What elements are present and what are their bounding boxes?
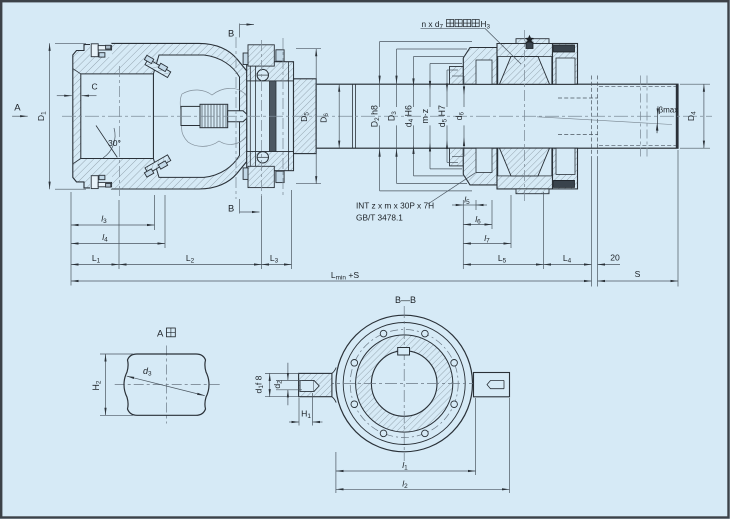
svg-text:B: B — [228, 204, 234, 214]
svg-text:m·z: m·z — [420, 109, 430, 124]
svg-text:B—B: B—B — [395, 295, 416, 305]
svg-text:n x d7: n x d7 — [422, 19, 444, 30]
svg-text:l7: l7 — [484, 233, 490, 244]
svg-text:l4: l4 — [102, 232, 108, 243]
svg-text:l1: l1 — [402, 460, 408, 471]
svg-text:L5: L5 — [498, 253, 507, 264]
svg-text:d2: d2 — [272, 380, 283, 389]
svg-text:D3: D3 — [387, 111, 398, 121]
svg-text:L1: L1 — [92, 253, 101, 264]
svg-text:30°: 30° — [108, 138, 121, 148]
svg-text:D5: D5 — [299, 112, 310, 122]
svg-text:H3: H3 — [481, 19, 491, 30]
svg-text:βmax: βmax — [659, 106, 679, 115]
svg-text:d3: d3 — [143, 366, 152, 377]
svg-text:S: S — [635, 269, 641, 279]
svg-text:L4: L4 — [563, 253, 572, 264]
svg-text:A: A — [14, 103, 21, 114]
svg-text:INT z x m x 30P x 7H: INT z x m x 30P x 7H — [356, 201, 434, 211]
svg-text:D2 h8: D2 h8 — [369, 105, 381, 127]
svg-text:d1f 8: d1f 8 — [253, 375, 265, 393]
svg-text:l2: l2 — [402, 479, 408, 490]
svg-text:D6: D6 — [319, 113, 330, 123]
svg-text:l6: l6 — [475, 214, 481, 225]
svg-text:l3: l3 — [101, 214, 107, 225]
svg-text:d5 H7: d5 H7 — [437, 105, 449, 127]
svg-text:L2: L2 — [186, 253, 195, 264]
svg-text:D1: D1 — [36, 111, 47, 121]
svg-text:d6: d6 — [454, 112, 465, 121]
svg-text:A: A — [157, 329, 164, 340]
svg-text:20: 20 — [610, 253, 620, 263]
svg-text:L3: L3 — [270, 253, 279, 264]
svg-text:D4: D4 — [686, 111, 697, 121]
svg-text:C: C — [92, 82, 98, 92]
svg-text:GB/T 3478.1: GB/T 3478.1 — [356, 213, 403, 223]
svg-text:Lmin +S: Lmin +S — [331, 270, 360, 282]
svg-text:H1: H1 — [301, 409, 311, 420]
svg-text:H2: H2 — [91, 380, 102, 390]
svg-text:B: B — [228, 29, 234, 39]
svg-text:l5: l5 — [464, 195, 470, 206]
svg-text:d4 H6: d4 H6 — [403, 105, 415, 127]
